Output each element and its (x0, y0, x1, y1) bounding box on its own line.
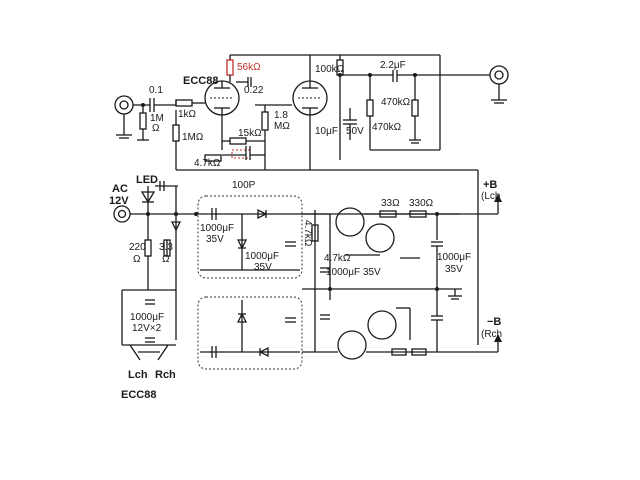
output-resistors (366, 75, 421, 150)
r-33-label: 3.3 (159, 242, 173, 253)
r-220-unit: Ω (133, 254, 141, 265)
r-330ohm-label: 330Ω (409, 198, 434, 209)
ac-label-b: 12V (109, 195, 129, 207)
cap-10u-label: 10μF (315, 126, 338, 137)
input-capacitor (149, 98, 155, 112)
r-1m-in-unit: Ω (152, 123, 160, 134)
preamp-section: 0.1 1M Ω 1kΩ 1MΩ ECC (114, 54, 509, 345)
cap-50v-label: 50V (346, 126, 364, 137)
r-15k-label: 15kΩ (238, 128, 262, 139)
power-supply: AC 12V LED 220 Ω 3.3 Ω (109, 73, 502, 401)
r-1m-grid-label: 1MΩ (182, 132, 204, 143)
r-47k-fb-label: 4.7kΩ (194, 158, 221, 169)
ac-jack (113, 205, 131, 223)
r-1m-in-label: 1M (150, 113, 164, 124)
tube-top-label: ECC88 (183, 75, 218, 87)
v-35-a-label: 35V (206, 234, 224, 245)
output-filter-cap (431, 214, 443, 352)
r-47k-base-label: 4.7kΩ (324, 253, 351, 264)
plate-resistor-56k (226, 55, 234, 82)
cap-out-label: 2.2μF (380, 60, 406, 71)
r-18m-a: 1.8 (274, 110, 288, 121)
cap-100p-label: 100P (232, 180, 256, 191)
led-indicator (140, 181, 178, 214)
r-470k-b: 470kΩ (372, 122, 402, 133)
r-33ohm-label: 33Ω (381, 198, 400, 209)
tube-2 (292, 55, 328, 170)
r-56k-label: 56kΩ (237, 62, 261, 73)
resistors-220-33 (144, 214, 171, 290)
plusb-label-a: +B (483, 179, 497, 191)
rectifier-bottom (200, 300, 300, 358)
led-label: LED (136, 174, 158, 186)
cap-in-label: 0.1 (149, 85, 163, 96)
lch-label: Lch (128, 369, 148, 381)
regulator-top (302, 207, 440, 300)
v-35-b-label: 35V (254, 262, 272, 273)
rectifier-box-bottom (197, 296, 303, 370)
r-220-label: 220 (129, 242, 146, 253)
cap-1000-d-label: 1000μF (437, 252, 471, 263)
coupling-capacitor (236, 77, 252, 87)
v-35-d-label: 35V (445, 264, 463, 275)
r-100k-label: 100kΩ (315, 64, 345, 75)
cap-1000-b-label: 1000μF (245, 251, 279, 262)
r-1k-label: 1kΩ (178, 109, 197, 120)
tube-bottom-label: ECC88 (121, 389, 156, 401)
grid-resistor (175, 99, 205, 107)
cap-1000-e-label: 1000μF (130, 312, 164, 323)
minusb-label-a: −B (487, 316, 501, 328)
minusb-label-b: (Rch (481, 329, 502, 340)
feedback-network (176, 120, 310, 171)
output-capacitor (340, 70, 490, 82)
output-jack (489, 65, 509, 104)
r-470k-a: 470kΩ (381, 97, 411, 108)
regulator-bottom (302, 300, 460, 360)
grid-resistor-18m (255, 104, 292, 170)
plusb-label-b: (Lch (481, 191, 500, 202)
cap-1000-a-label: 1000μF (200, 223, 234, 234)
ac-label-a: AC (112, 183, 128, 195)
tube-1 (204, 80, 240, 120)
input-resistor (137, 105, 149, 141)
cap-1000-c-label: 1000μF 35V (326, 267, 381, 278)
r-47k-vert-label: 4.7kΩ (302, 220, 313, 247)
input-jack (114, 95, 134, 139)
rectifier-top (200, 208, 300, 271)
cap-022-label: 0.22 (244, 85, 264, 96)
rch-label: Rch (155, 369, 176, 381)
heater-caps (121, 289, 176, 361)
r-33-unit: Ω (162, 254, 170, 265)
cap-12v2-label: 12V×2 (132, 323, 162, 334)
cathode-capacitor (343, 108, 357, 140)
rectifier-box-top (197, 195, 303, 279)
r-18m-b: MΩ (274, 121, 290, 132)
